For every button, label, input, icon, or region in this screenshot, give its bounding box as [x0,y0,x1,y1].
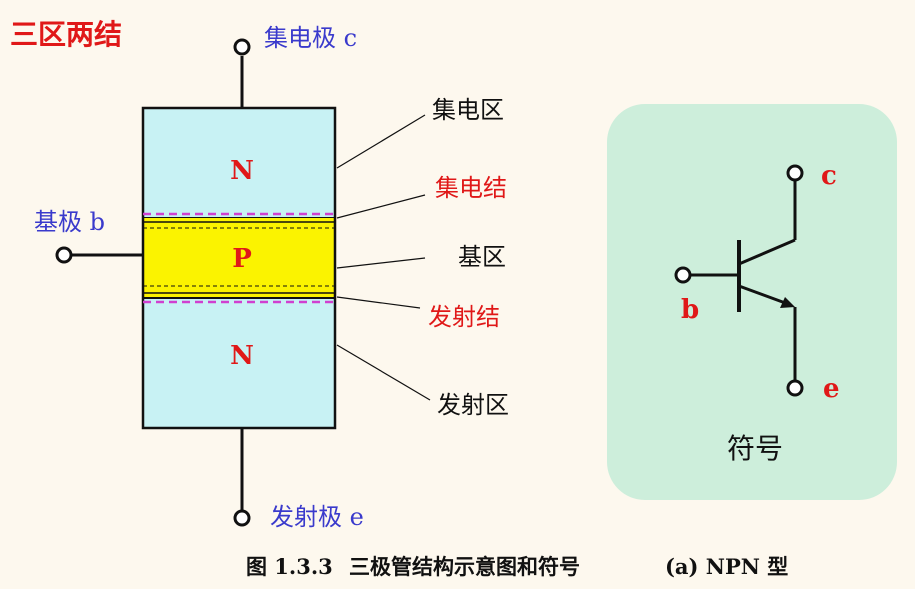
collector-terminal [233,38,251,56]
symbol-collector-terminal [786,164,804,182]
diagram-title: 三区两结 [10,18,122,51]
figure-caption-text: 三极管结构示意图和符号 [349,554,580,579]
collector-terminal-label: 集电极 c [264,24,357,52]
collector-region-label: 集电区 [432,96,504,124]
symbol-base-label: b [681,295,699,325]
collector-junction-leader [336,194,426,219]
base-region-label: 基区 [458,243,506,271]
base-terminal-label: 基极 b [34,208,105,236]
collector-region-letter: N [230,156,254,186]
figure-number: 图 1.3.3 [246,554,333,579]
base-terminal [55,246,73,264]
symbol-emitter-label: e [823,374,840,404]
symbol-panel [607,104,897,500]
emitter-terminal-label: 发射极 e [270,503,364,531]
emitter-region-leader [336,344,431,401]
emitter-region-label: 发射区 [437,391,509,419]
symbol-emitter-diagonal [738,284,789,306]
emitter-arrow-icon [780,297,795,308]
symbol-collector-diagonal [738,238,796,266]
emitter-junction-leader [336,296,421,309]
emitter-terminal [233,509,251,527]
emitter-region-letter: N [230,341,254,371]
base-p-region [143,218,335,298]
base-region-letter: P [232,244,252,274]
collector-region-leader [336,114,426,169]
symbol-emitter-terminal [786,379,804,397]
symbol-caption: 符号 [727,432,783,465]
collector-junction-label: 集电结 [435,174,507,202]
symbol-collector-label: c [821,161,837,191]
emitter-junction-label: 发射结 [428,303,500,331]
base-region-leader [336,257,426,269]
figure-type-label: (a) NPN 型 [665,554,788,579]
transistor-body-outline [141,106,337,430]
symbol-base-terminal [674,266,692,284]
